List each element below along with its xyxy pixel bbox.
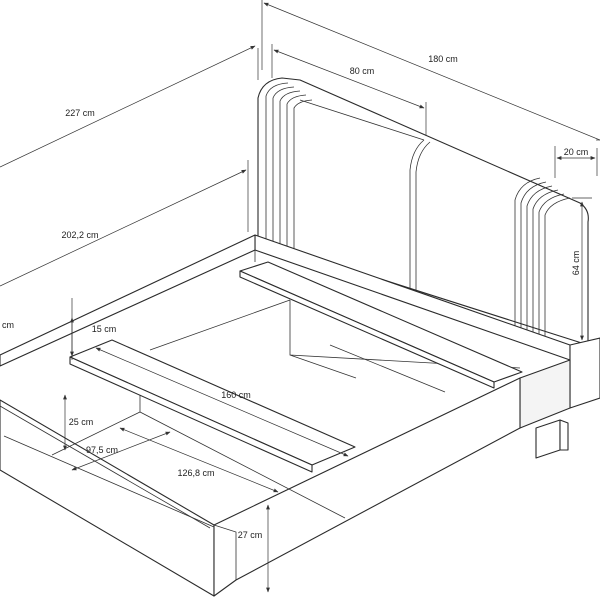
label-80cm: 80 cm xyxy=(350,66,375,76)
label-partial-cm: cm xyxy=(2,320,14,330)
label-126cm: 126,8 cm xyxy=(177,468,214,478)
label-20cm: 20 cm xyxy=(564,147,589,157)
dimension-labels: 227 cm 180 cm 80 cm 20 cm 64 cm 202,2 cm… xyxy=(2,54,588,540)
label-227cm: 227 cm xyxy=(65,108,95,118)
label-202cm: 202,2 cm xyxy=(61,230,98,240)
label-180cm: 180 cm xyxy=(428,54,458,64)
label-97cm: 97,5 cm xyxy=(86,445,118,455)
label-25cm: 25 cm xyxy=(69,417,94,427)
label-160cm: 160 cm xyxy=(221,390,251,400)
label-27cm: 27 cm xyxy=(238,530,263,540)
label-15cm: 15 cm xyxy=(92,324,117,334)
label-64cm: 64 cm xyxy=(571,251,581,276)
